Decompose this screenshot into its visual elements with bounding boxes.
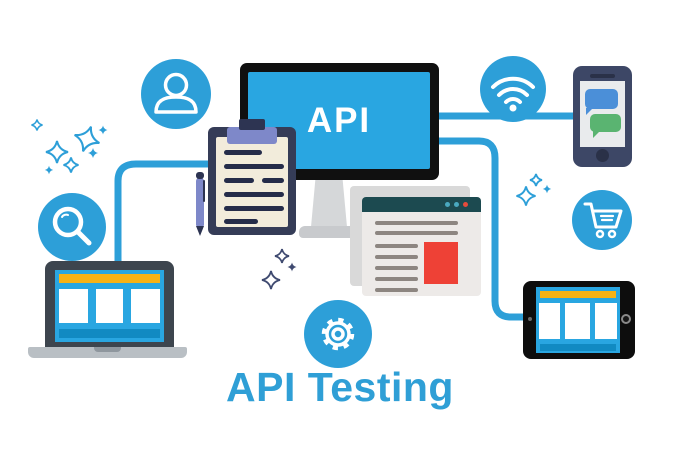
laptop-footer-bar bbox=[59, 329, 160, 338]
tablet-camera bbox=[528, 317, 532, 321]
cart-icon bbox=[572, 190, 632, 250]
tablet-content-block bbox=[565, 303, 590, 339]
clipboard-text-line bbox=[224, 192, 284, 197]
chat-bubble-green bbox=[590, 114, 621, 132]
sparkle-icon bbox=[88, 148, 98, 158]
pen bbox=[196, 178, 204, 226]
monitor-stand-neck bbox=[311, 180, 347, 227]
browser-image-block bbox=[424, 242, 458, 284]
laptop-content-block bbox=[59, 289, 88, 323]
clipboard-text-line bbox=[224, 150, 262, 155]
laptop-content-block bbox=[96, 289, 123, 323]
browser-title-bar bbox=[362, 197, 481, 212]
chat-bubble-blue-tail bbox=[586, 108, 593, 115]
laptop-base bbox=[28, 347, 187, 358]
monitor-api-label: API bbox=[306, 100, 372, 140]
browser-text-line bbox=[375, 266, 418, 270]
sparkle-icon bbox=[287, 262, 297, 272]
browser-dot-icon bbox=[454, 202, 459, 207]
clipboard-text-line bbox=[262, 178, 284, 183]
sparkle-icon bbox=[274, 248, 290, 264]
clipboard-clip-tab bbox=[239, 119, 265, 130]
clipboard-text-line bbox=[224, 206, 284, 211]
line-clipboard-to-laptop bbox=[114, 160, 262, 266]
tablet-home-button bbox=[621, 314, 631, 324]
sparkle-icon bbox=[31, 119, 43, 131]
line-monitor-to-tablet bbox=[432, 137, 531, 321]
sparkle-icon bbox=[516, 186, 536, 206]
chat-bubble-green-tail bbox=[593, 131, 600, 138]
gear-icon bbox=[304, 300, 372, 368]
pen-cap bbox=[196, 172, 204, 179]
wifi-icon bbox=[480, 56, 546, 122]
sparkle-icon bbox=[74, 126, 100, 152]
sparkle-icon bbox=[261, 270, 281, 290]
browser-text-line bbox=[375, 277, 418, 281]
laptop-header-bar bbox=[59, 274, 160, 283]
sparkle-icon bbox=[98, 125, 108, 135]
chat-bubble-blue bbox=[585, 89, 618, 109]
page-title: API Testing bbox=[226, 364, 454, 410]
browser-text-line bbox=[375, 288, 418, 292]
sparkle-icon bbox=[44, 165, 54, 175]
browser-close-dot-icon bbox=[463, 202, 468, 207]
browser-text-line bbox=[375, 221, 458, 225]
monitor-stand-base bbox=[299, 226, 362, 238]
search-icon bbox=[38, 193, 106, 261]
browser-dot-icon bbox=[445, 202, 450, 207]
sparkle-icon bbox=[63, 157, 79, 173]
clipboard-text-line bbox=[224, 219, 258, 224]
sparkle-icon bbox=[529, 173, 543, 187]
clipboard-text-line bbox=[224, 178, 254, 183]
tablet-content-block bbox=[595, 303, 617, 339]
browser-text-line bbox=[375, 231, 458, 235]
tablet-footer-bar bbox=[540, 344, 616, 351]
clipboard-clip bbox=[227, 127, 277, 144]
laptop-content-block bbox=[131, 289, 160, 323]
user-icon bbox=[141, 59, 211, 129]
clipboard-text-line bbox=[224, 164, 284, 169]
tablet-header-bar bbox=[540, 291, 616, 298]
phone-speaker bbox=[590, 74, 615, 78]
tablet-content-block bbox=[539, 303, 560, 339]
browser-text-line bbox=[375, 244, 418, 248]
phone-home-button bbox=[596, 149, 609, 162]
laptop-base-notch bbox=[94, 347, 121, 352]
sparkle-icon bbox=[542, 184, 552, 194]
browser-text-line bbox=[375, 255, 418, 259]
pen-tip bbox=[196, 226, 204, 236]
sparkle-icon bbox=[45, 140, 69, 164]
pen-clip bbox=[203, 180, 205, 202]
